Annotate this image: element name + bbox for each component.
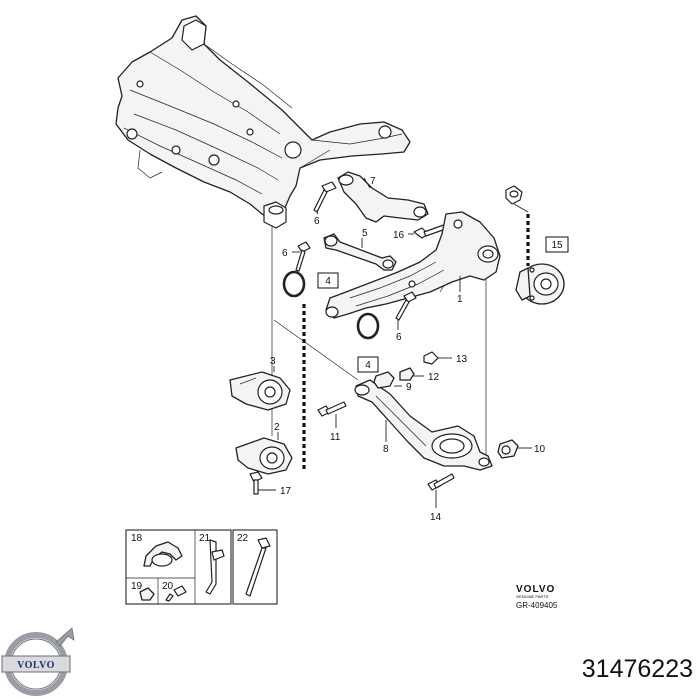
callout-11: 11: [330, 432, 341, 443]
callout-6-middle: 6: [282, 248, 288, 259]
clamp: [143, 541, 183, 567]
leader-lines: [258, 177, 532, 508]
nut: [423, 351, 439, 365]
callout-5: 5: [362, 228, 368, 239]
callout-7: 7: [370, 176, 376, 187]
part-number: 31476223: [582, 655, 693, 683]
rear-subframe: [115, 15, 411, 229]
toe-link: [323, 233, 397, 271]
brand-subtitle: GENUINE PARTS: [516, 594, 549, 599]
logo-text: VOLVO: [17, 660, 55, 671]
wheel-hub: [515, 263, 565, 305]
volvo-logo: VOLVO: [1, 627, 75, 696]
bolt: [427, 473, 455, 491]
inset-clamps-panel: 18 19 20 21: [125, 529, 232, 605]
callout-22: 22: [237, 533, 249, 544]
callout-6-top: 6: [314, 216, 320, 227]
callout-21: 21: [199, 533, 211, 544]
callout-10: 10: [534, 444, 546, 455]
callout-4-box-lower: 4: [357, 356, 379, 373]
nut: [139, 587, 155, 601]
brand-block: VOLVO GENUINE PARTS GR-409405: [516, 584, 558, 610]
bolt: [165, 585, 187, 602]
upper-control-arm: [337, 171, 429, 223]
svg-text:15: 15: [551, 240, 563, 251]
callout-4-box-upper: 4: [317, 272, 339, 289]
callout-12: 12: [428, 372, 440, 383]
bolt: [505, 185, 523, 205]
callout-20: 20: [162, 581, 174, 592]
cable-tie: [245, 537, 271, 597]
callout-8: 8: [383, 444, 389, 455]
bolt: [249, 471, 263, 495]
callout-9: 9: [406, 382, 412, 393]
callout-13: 13: [456, 354, 468, 365]
svg-text:4: 4: [365, 360, 371, 371]
callout-18: 18: [131, 533, 143, 544]
bolt: [295, 241, 311, 272]
bushing: [497, 439, 519, 459]
callout-14: 14: [430, 512, 442, 523]
bolt: [395, 291, 417, 321]
callout-16: 16: [393, 230, 405, 241]
callout-6-lower: 6: [396, 332, 402, 343]
bushing: [229, 371, 291, 411]
callout-1: 1: [457, 294, 463, 305]
diagram-reference: GR-409405: [516, 601, 558, 610]
svg-text:4: 4: [325, 276, 331, 287]
bushing: [235, 437, 293, 475]
callout-19: 19: [131, 581, 143, 592]
callout-2: 2: [274, 422, 280, 433]
callout-3: 3: [270, 356, 276, 367]
callout-15-box: 15: [545, 236, 569, 253]
bolt: [317, 401, 347, 417]
lower-control-arm: [354, 379, 493, 471]
bushing: [399, 367, 415, 381]
callout-17: 17: [280, 486, 292, 497]
bushing: [373, 371, 395, 389]
cable-strap: [205, 539, 225, 595]
bushing-ring: [356, 312, 380, 340]
callout-labels: 7 6 5 6 16 1 6 13 12 9 3 2 11 8 10 14 17: [270, 176, 546, 523]
trailing-arm: [325, 211, 501, 319]
bolt: [313, 181, 337, 213]
brand-name: VOLVO: [516, 584, 555, 595]
inset-strap-panel: 22: [232, 529, 278, 605]
bushing-ring: [282, 270, 306, 298]
